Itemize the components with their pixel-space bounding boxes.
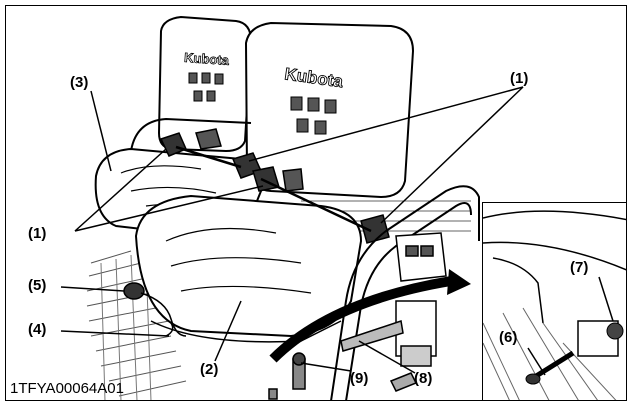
callout-2: (2) [200,361,219,378]
seat-illustration: Kubota Kubota [60,15,524,400]
callout-4: (4) [28,321,47,338]
callout-6: (6) [499,329,518,346]
detail-inset-illustration [483,210,626,400]
roll-over-bar [330,185,480,400]
callout-8: (8) [414,370,433,387]
side-console [395,232,447,282]
callout-1-left: (1) [28,225,47,242]
figure-id-label: 1TFYA00064A01 [10,380,124,397]
callout-7: (7) [570,259,589,276]
floor-mat-hatching [86,250,187,400]
left-backrest: Kubota [157,15,253,153]
knob-and-cable [123,282,187,337]
seat-belt-buckles [159,128,390,244]
belt-strap [175,145,372,233]
floor-mat-hatching-rear [301,200,471,232]
detail-inset: (7) (6) [482,202,626,400]
callout-3: (3) [70,74,89,91]
callout-5: (5) [28,277,47,294]
callout-leaders [60,86,524,374]
seat-frame-rail [130,117,252,152]
left-backrest-logo: Kubota [184,50,230,68]
illustration-frame: Kubota Kubota [5,5,627,401]
callout-9: (9) [350,370,369,387]
right-seat-cushion [134,194,363,343]
direction-arrow [269,269,471,363]
callout-1-top: (1) [510,70,529,87]
right-backrest: Kubota [244,21,415,199]
lever-mechanism [268,300,437,400]
